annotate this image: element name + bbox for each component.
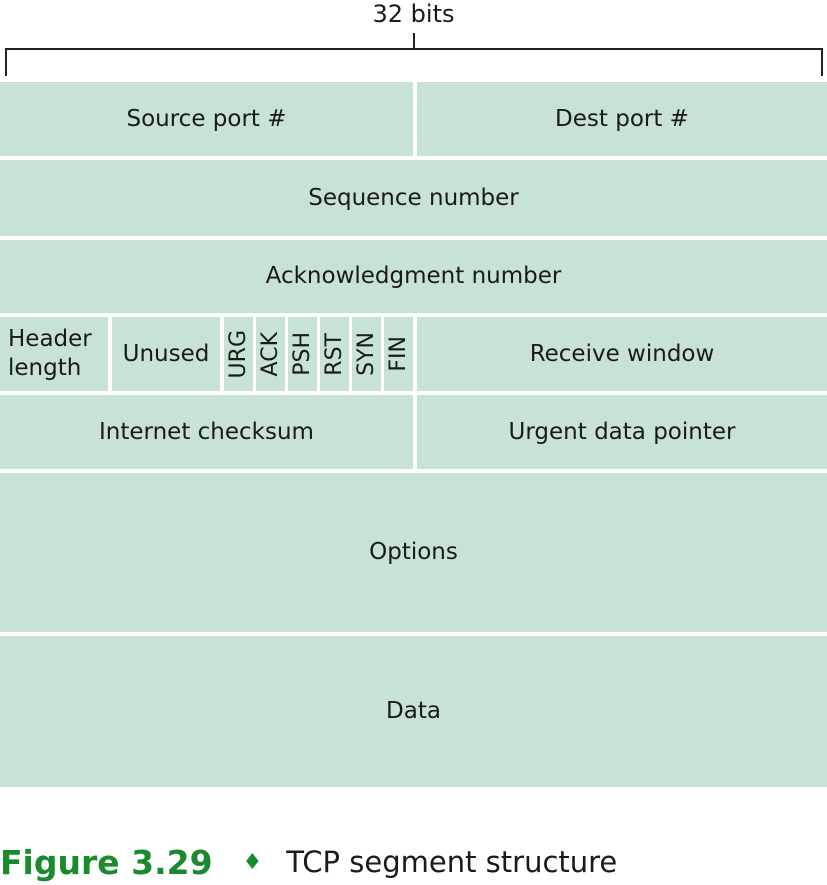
flag-psh-label: PSH	[289, 332, 315, 376]
field-unused: Unused	[112, 317, 220, 391]
field-sequence-number-label: Sequence number	[308, 184, 519, 211]
diamond-icon: ♦	[242, 849, 263, 875]
field-options-label: Options	[369, 539, 458, 566]
field-receive-window: Receive window	[417, 317, 827, 391]
flag-rst-label: RST	[321, 332, 347, 376]
field-checksum-label: Internet checksum	[99, 418, 314, 445]
field-urgent-pointer: Urgent data pointer	[417, 395, 827, 469]
field-options: Options	[0, 473, 827, 632]
flag-ack-label: ACK	[257, 331, 283, 377]
flag-fin-label: FIN	[385, 336, 411, 372]
figure-caption: Figure 3.29 ♦ TCP segment structure	[0, 840, 827, 884]
field-source-port: Source port #	[0, 82, 413, 156]
flag-psh: PSH	[288, 317, 317, 391]
field-sequence-number: Sequence number	[0, 160, 827, 236]
width-brace-center	[413, 33, 415, 49]
flag-syn: SYN	[352, 317, 381, 391]
field-dest-port-label: Dest port #	[555, 105, 689, 132]
width-label: 32 bits	[372, 0, 455, 28]
field-source-port-label: Source port #	[126, 105, 287, 132]
flag-fin: FIN	[384, 317, 413, 391]
figure-number: Figure 3.29	[0, 842, 213, 882]
field-urgent-pointer-label: Urgent data pointer	[508, 418, 736, 445]
width-brace-right-end	[821, 48, 823, 76]
field-ack-number-label: Acknowledgment number	[265, 263, 562, 290]
field-header-length-label: Header length	[8, 326, 92, 381]
flag-urg: URG	[224, 317, 253, 391]
field-data-label: Data	[386, 698, 441, 725]
width-brace	[5, 48, 822, 50]
field-header-length: Header length	[0, 317, 108, 391]
field-dest-port: Dest port #	[417, 82, 827, 156]
field-ack-number: Acknowledgment number	[0, 240, 827, 313]
flag-rst: RST	[320, 317, 349, 391]
figure-title: TCP segment structure	[286, 845, 618, 879]
flag-urg-label: URG	[225, 329, 251, 379]
flag-syn-label: SYN	[353, 332, 379, 376]
field-receive-window-label: Receive window	[529, 340, 715, 367]
width-brace-left-end	[5, 48, 7, 76]
field-data: Data	[0, 636, 827, 787]
field-unused-label: Unused	[122, 340, 210, 367]
field-checksum: Internet checksum	[0, 395, 413, 469]
flag-ack: ACK	[256, 317, 285, 391]
